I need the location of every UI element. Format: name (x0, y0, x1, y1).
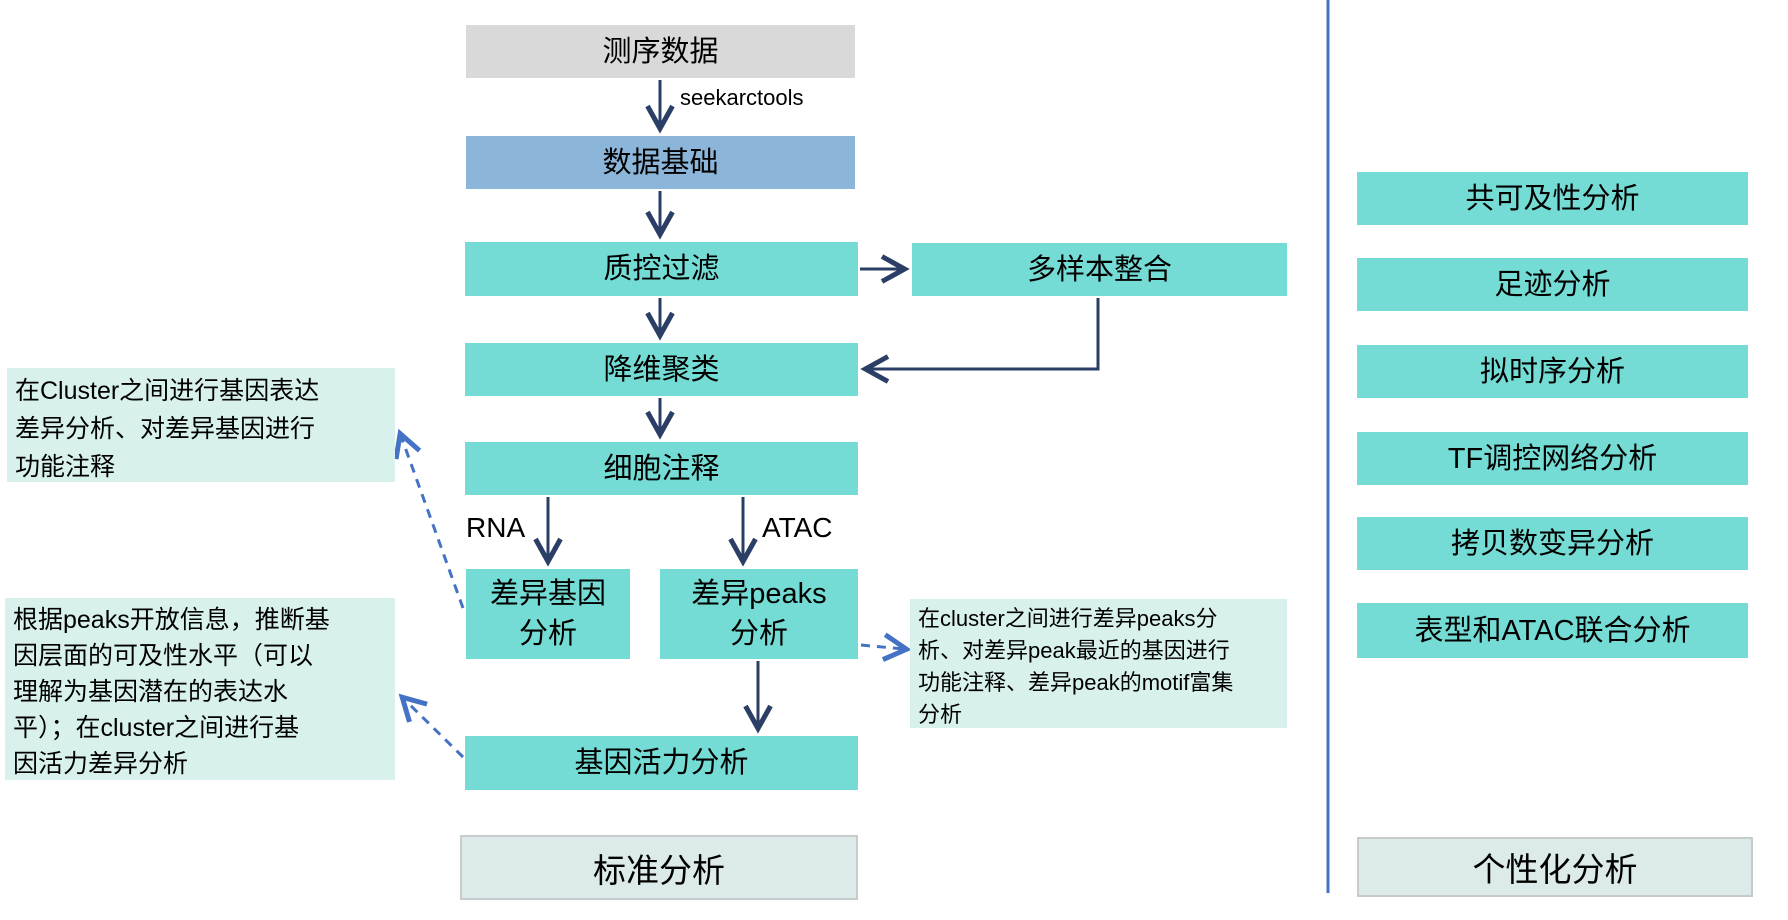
dashed-arrow-diffgene-to-note (401, 436, 465, 609)
flow-node-dim-cluster: 降维聚类 (465, 343, 858, 396)
flow-node-data-base: 数据基础 (466, 136, 855, 189)
personalized-item-tf-network: TF调控网络分析 (1357, 432, 1748, 485)
personalized-item-pseudotime: 拟时序分析 (1357, 345, 1748, 398)
flow-node-multi-sample: 多样本整合 (912, 243, 1287, 296)
dashed-arrow-activity-to-note (404, 699, 465, 759)
dashed-arrow-peaks-to-note (860, 645, 904, 649)
flow-node-seq-data: 测序数据 (466, 25, 855, 78)
personalized-item-phenotype-atac: 表型和ATAC联合分析 (1357, 603, 1748, 658)
personalized-item-footprint: 足迹分析 (1357, 258, 1748, 311)
section-label-standard: 标准分析 (460, 835, 858, 900)
flow-node-qc-filter: 质控过滤 (465, 242, 858, 296)
flow-node-diff-peaks: 差异peaks 分析 (660, 569, 858, 659)
branch-label-rna: RNA (466, 512, 526, 543)
personalized-item-coaccessibility: 共可及性分析 (1357, 172, 1748, 225)
branch-label-atac: ATAC (762, 512, 833, 543)
tool-label: seekarctools (680, 85, 804, 110)
section-label-custom: 个性化分析 (1357, 837, 1753, 897)
flow-node-diff-gene: 差异基因 分析 (466, 569, 630, 659)
note-diff-gene: 在Cluster之间进行基因表达 差异分析、对差异基因进行 功能注释 (7, 368, 395, 482)
note-gene-activity: 根据peaks开放信息，推断基 因层面的可及性水平（可以 理解为基因潜在的表达水… (5, 598, 395, 780)
personalized-item-cnv: 拷贝数变异分析 (1357, 517, 1748, 570)
note-diff-peaks: 在cluster之间进行差异peaks分 析、对差异peak最近的基因进行 功能… (910, 599, 1287, 728)
arrow-multisample-to-cluster (868, 298, 1100, 369)
flow-node-cell-annot: 细胞注释 (465, 442, 858, 495)
flow-node-gene-activity: 基因活力分析 (465, 736, 858, 790)
